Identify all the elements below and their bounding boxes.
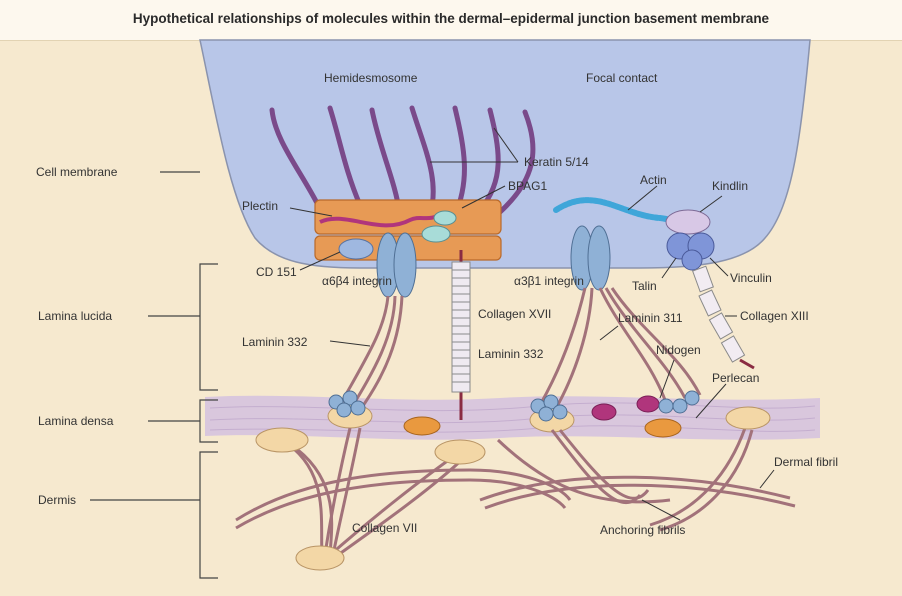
laminin-strands-left	[338, 295, 404, 411]
collagen-xvii-chain	[451, 250, 471, 420]
leader-lines	[289, 127, 775, 521]
diagram-title: Hypothetical relationships of molecules …	[132, 11, 770, 26]
bpag1-oval	[421, 225, 451, 243]
collagen-xiii-tail	[739, 358, 755, 370]
cd151-oval	[338, 238, 374, 260]
label-a3b1-integrin: α3β1 integrin	[514, 274, 584, 288]
kindlin-oval	[665, 209, 711, 235]
label-laminin-311: Laminin 311	[618, 311, 683, 325]
label-kindlin: Kindlin	[712, 179, 748, 193]
label-actin: Actin	[640, 173, 667, 187]
ld-clusters	[327, 390, 700, 438]
label-nidogen: Nidogen	[656, 343, 701, 357]
plectin-plaque-top	[314, 199, 502, 235]
label-laminin-332-right: Laminin 332	[478, 347, 544, 361]
region-brackets	[90, 171, 218, 579]
anchoring-fibrils	[235, 427, 796, 557]
label-cd151: CD 151	[256, 265, 297, 279]
plectin-strand	[319, 212, 442, 228]
label-talin: Talin	[632, 279, 657, 293]
region-lamina-densa: Lamina densa	[38, 414, 114, 428]
talin-vinculin-knob	[681, 249, 703, 271]
integrin-a3b1	[587, 225, 611, 291]
label-hemidesmosome: Hemidesmosome	[324, 71, 418, 85]
label-collagen-xvii: Collagen XVII	[478, 307, 551, 321]
collagen-xiii-chain	[692, 265, 746, 363]
label-plectin: Plectin	[242, 199, 278, 213]
label-vinculin: Vinculin	[730, 271, 772, 285]
label-bpag1: BPAG1	[508, 179, 547, 193]
region-lamina-lucida: Lamina lucida	[38, 309, 112, 323]
label-collagen-xiii: Collagen XIII	[740, 309, 809, 323]
label-a6b4-integrin: α6β4 integrin	[322, 274, 392, 288]
label-dermal-fibril: Dermal fibril	[774, 455, 838, 469]
integrin-a6b4	[393, 232, 417, 298]
title-bar: Hypothetical relationships of molecules …	[0, 0, 902, 41]
label-anchoring-fibrils: Anchoring fibrils	[600, 523, 685, 537]
laminin-strands-right	[538, 287, 702, 411]
label-focal-contact: Focal contact	[586, 71, 658, 85]
label-collagen-vii: Collagen VII	[352, 521, 417, 535]
label-laminin-332-left: Laminin 332	[242, 335, 308, 349]
label-keratin: Keratin 5/14	[524, 155, 589, 169]
bpag1-oval	[433, 210, 457, 226]
region-dermis: Dermis	[38, 493, 76, 507]
region-cell-membrane: Cell membrane	[36, 165, 118, 179]
collagen-vii-ends	[255, 406, 771, 571]
label-perlecan: Perlecan	[712, 371, 759, 385]
cell-membrane	[199, 39, 811, 269]
